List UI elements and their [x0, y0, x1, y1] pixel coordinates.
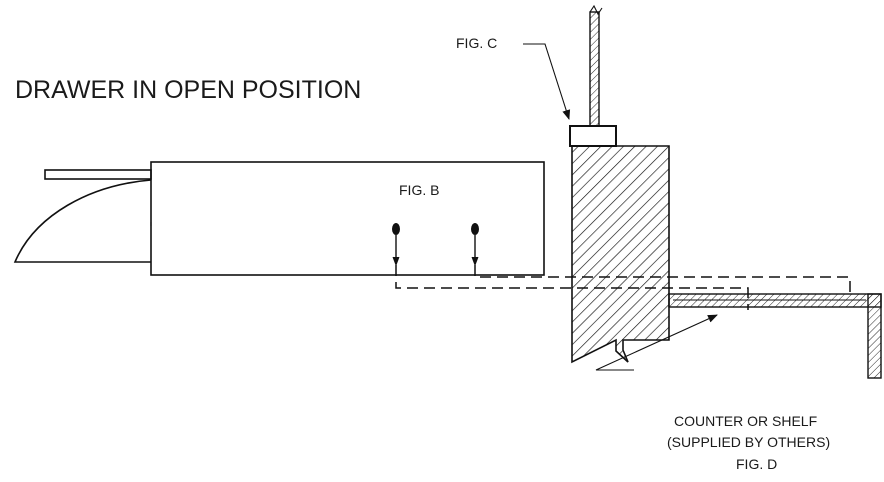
- diagram-title: DRAWER IN OPEN POSITION: [15, 76, 361, 104]
- counter-shelf: [668, 293, 882, 379]
- fig-c-label: FIG. C: [456, 35, 497, 51]
- counter-label-line1: COUNTER OR SHELF: [674, 413, 817, 429]
- hidden-slide-upper: [474, 265, 851, 296]
- fig-b-label: FIG. B: [399, 182, 439, 198]
- screw-right: [471, 223, 479, 267]
- wall-panel: [589, 4, 603, 127]
- counter-label-line2: (SUPPLIED BY OTHERS): [667, 434, 830, 450]
- drawer-handle-rail: [44, 169, 152, 180]
- counter-leader: [595, 314, 718, 371]
- drawer-curved-front: [13, 179, 152, 263]
- fig-c-leader: [523, 43, 571, 120]
- hatched-wall-section: [571, 145, 670, 364]
- top-cap-block: [569, 125, 617, 147]
- fig-d-label: FIG. D: [736, 456, 777, 472]
- screw-left: [392, 223, 400, 267]
- drawer-body: [150, 161, 545, 276]
